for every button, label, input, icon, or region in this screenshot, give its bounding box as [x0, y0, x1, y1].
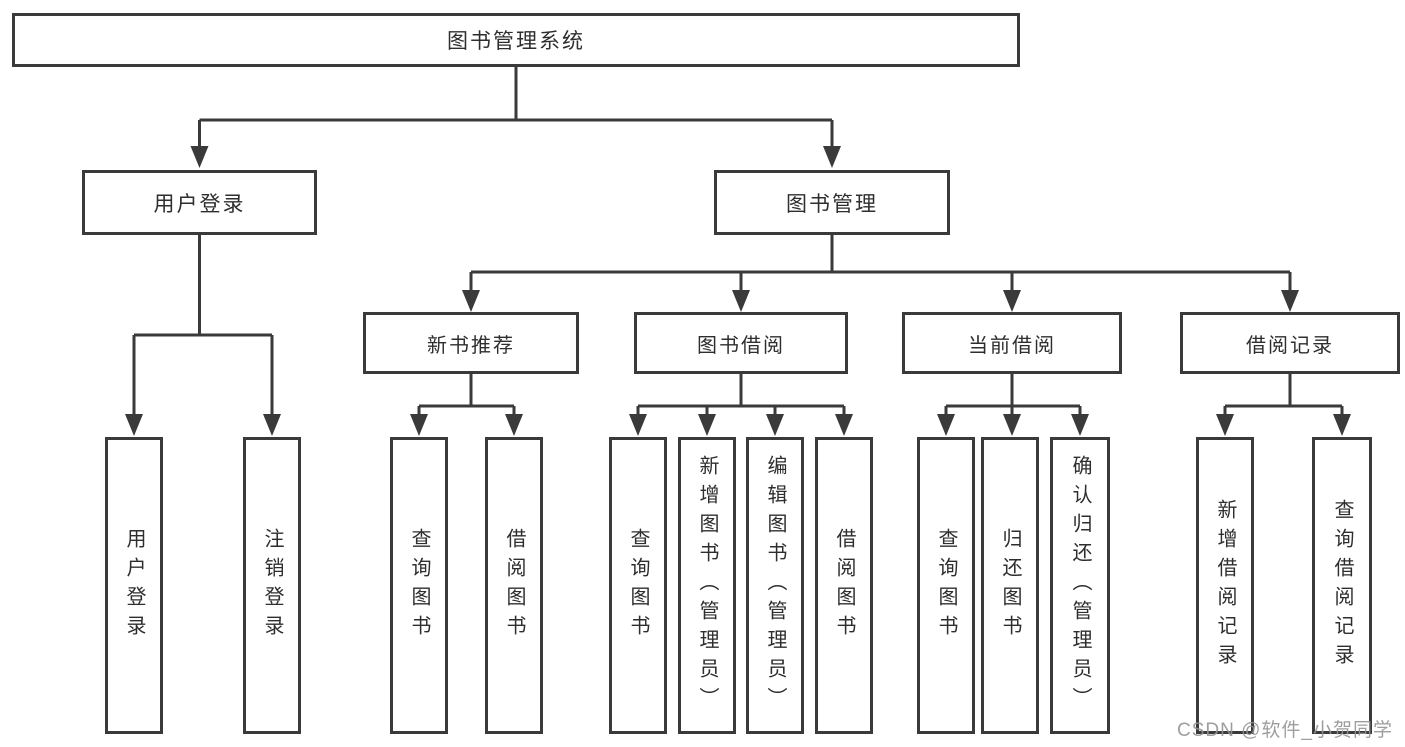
- leaf-return-book: 归还图书: [981, 437, 1039, 734]
- node-user-login: 用户登录: [82, 170, 317, 235]
- leaf-confirm-return-admin-label: 确认归还（管理员）: [1069, 455, 1091, 716]
- leaf-edit-book-admin: 编辑图书（管理员）: [746, 437, 804, 734]
- leaf-add-book-admin: 新增图书（管理员）: [678, 437, 736, 734]
- node-current-borrow: 当前借阅: [902, 312, 1122, 374]
- node-root-label: 图书管理系统: [447, 30, 585, 53]
- leaf-query-borrow-record-label: 查询借阅记录: [1331, 498, 1353, 673]
- leaf-user-login-label: 用户登录: [123, 527, 145, 644]
- leaf-borrow-books: 借阅图书: [485, 437, 543, 734]
- leaf-query-books: 查询图书: [917, 437, 975, 734]
- leaf-borrow-books: 借阅图书: [815, 437, 873, 734]
- leaf-query-books: 查询图书: [390, 437, 448, 734]
- node-current-borrow-label: 当前借阅: [968, 334, 1056, 357]
- node-borrow-records: 借阅记录: [1180, 312, 1400, 374]
- leaf-edit-book-admin-label: 编辑图书（管理员）: [764, 455, 786, 716]
- leaf-query-books-label: 查询图书: [408, 527, 430, 644]
- leaf-user-login: 用户登录: [105, 437, 163, 734]
- node-book-borrow-label: 图书借阅: [697, 334, 785, 357]
- node-book-management: 图书管理: [714, 170, 950, 235]
- leaf-query-borrow-record: 查询借阅记录: [1312, 437, 1372, 734]
- leaf-logout: 注销登录: [243, 437, 301, 734]
- node-new-book-recommend: 新书推荐: [363, 312, 579, 374]
- node-book-borrow: 图书借阅: [634, 312, 848, 374]
- leaf-query-books-label: 查询图书: [627, 527, 649, 644]
- leaf-return-book-label: 归还图书: [999, 527, 1021, 644]
- leaf-confirm-return-admin: 确认归还（管理员）: [1050, 437, 1110, 734]
- leaf-add-borrow-record-label: 新增借阅记录: [1214, 498, 1236, 673]
- leaf-borrow-books-label: 借阅图书: [503, 527, 525, 644]
- leaf-query-books-label: 查询图书: [935, 527, 957, 644]
- node-user-login-label: 用户登录: [153, 192, 246, 216]
- leaf-add-book-admin-label: 新增图书（管理员）: [696, 455, 718, 716]
- leaf-query-books: 查询图书: [609, 437, 667, 734]
- leaf-logout-label: 注销登录: [261, 527, 283, 644]
- node-root-system: 图书管理系统: [12, 13, 1020, 67]
- watermark: CSDN @软件_小贺同学: [1177, 720, 1393, 741]
- node-borrow-records-label: 借阅记录: [1246, 334, 1334, 357]
- leaf-add-borrow-record: 新增借阅记录: [1196, 437, 1254, 734]
- leaf-borrow-books-label: 借阅图书: [833, 527, 855, 644]
- node-new-book-recommend-label: 新书推荐: [427, 334, 515, 357]
- node-book-management-label: 图书管理: [786, 192, 878, 216]
